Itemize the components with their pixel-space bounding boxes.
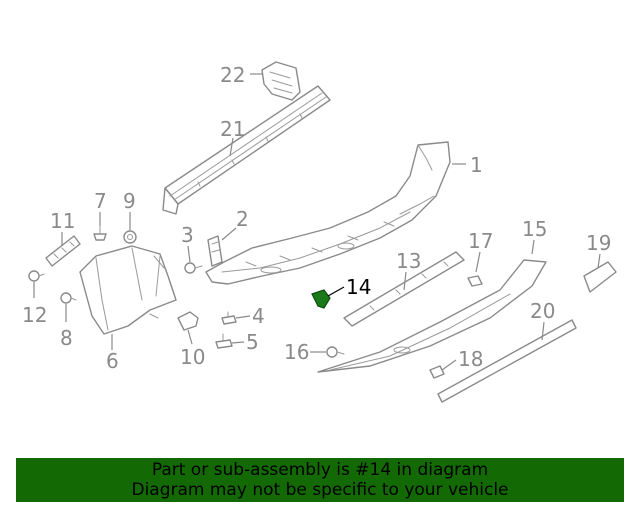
part-9-nut[interactable] [123,230,137,244]
part-5-clip[interactable] [215,333,233,349]
banner-line-1: Part or sub-assembly is #14 in diagram [151,460,489,480]
callout-16[interactable]: 16 [284,340,309,364]
callout-21[interactable]: 21 [220,117,245,141]
part-1-bumper-cover[interactable] [205,141,451,285]
part-12-screw[interactable] [28,270,45,282]
parts-diagram: 22 21 1 2 3 4 5 6 7 8 9 10 11 12 13 14 1… [22,61,617,403]
callout-11[interactable]: 11 [50,209,75,233]
callout-22[interactable]: 22 [220,63,245,87]
callout-14[interactable]: 14 [346,275,371,299]
part-15-valance[interactable] [317,259,547,373]
callout-8[interactable]: 8 [60,326,73,350]
part-7-push-pin[interactable] [93,225,107,241]
part-19-reflector[interactable] [583,261,617,293]
callout-4[interactable]: 4 [252,304,265,328]
callout-labels: 22 21 1 2 3 4 5 6 7 8 9 10 11 12 13 14 1… [22,63,611,373]
callout-12[interactable]: 12 [22,303,47,327]
part-10-bracket[interactable] [177,311,199,331]
callout-19[interactable]: 19 [586,231,611,255]
callout-7[interactable]: 7 [94,189,107,213]
part-16-bolt[interactable] [326,346,345,358]
banner-line-2: Diagram may not be specific to your vehi… [131,480,509,500]
part-4-clip[interactable] [221,311,237,325]
part-11-retainer[interactable] [45,235,81,267]
part-14-highlighted[interactable] [311,289,331,309]
part-21-impact-bar[interactable] [162,85,331,215]
callout-3[interactable]: 3 [181,223,194,247]
callout-13[interactable]: 13 [396,249,421,273]
callout-5[interactable]: 5 [246,330,259,354]
part-2-bracket[interactable] [207,235,223,267]
part-6-side-panel[interactable] [79,245,177,335]
part-20-trim-strip[interactable] [437,319,577,403]
info-banner: Part or sub-assembly is #14 in diagram D… [16,458,624,502]
callout-9[interactable]: 9 [123,189,136,213]
callout-15[interactable]: 15 [522,217,547,241]
callout-20[interactable]: 20 [530,299,555,323]
callout-10[interactable]: 10 [180,345,205,369]
callout-2[interactable]: 2 [236,207,249,231]
part-3-bolt[interactable] [184,262,203,274]
callout-17[interactable]: 17 [468,229,493,253]
part-8-clip[interactable] [60,292,77,304]
part-18-cap[interactable] [429,365,445,379]
callout-18[interactable]: 18 [458,347,483,371]
leader-lines [33,73,601,371]
part-22-bracket[interactable] [261,61,301,101]
callout-1[interactable]: 1 [470,153,483,177]
callout-6[interactable]: 6 [106,349,119,373]
part-17-clip[interactable] [467,275,483,287]
